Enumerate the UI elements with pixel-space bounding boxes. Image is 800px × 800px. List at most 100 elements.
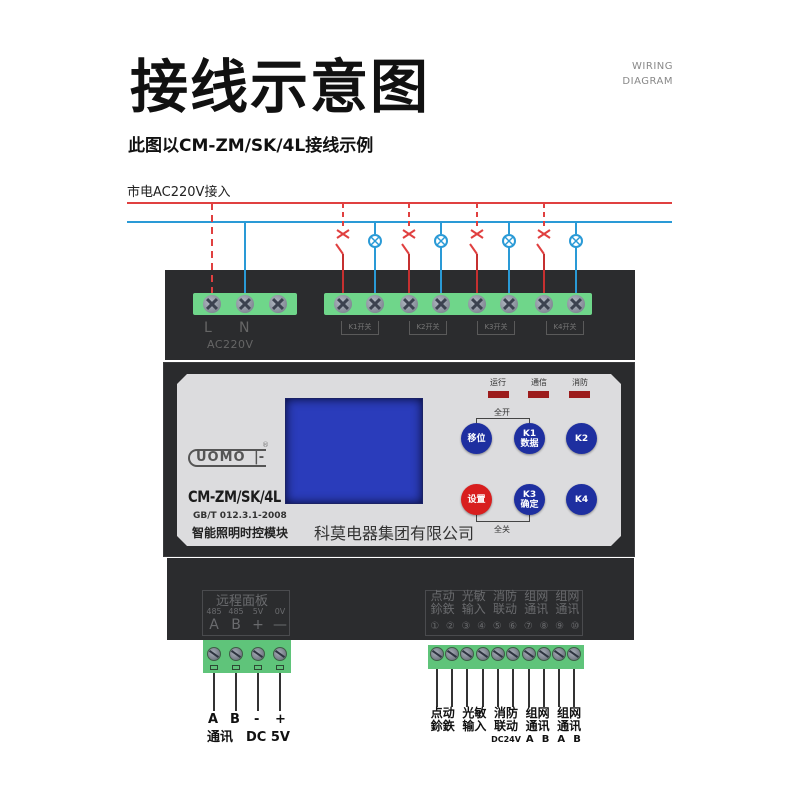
terminal-screw-n[interactable] (234, 293, 256, 315)
io-wire-8 (543, 669, 545, 707)
io-num-1: ① (430, 621, 440, 632)
io-connector (428, 645, 584, 669)
brand-name: UOMO (196, 450, 246, 465)
set-button-label: 设置 (467, 494, 486, 505)
io-num-9: ⑨ (555, 621, 565, 632)
io-num-7: ⑦ (523, 621, 533, 632)
pin-bottom-2: B (231, 617, 241, 633)
channel-k1 (335, 203, 382, 300)
io-wire-2 (451, 669, 453, 707)
remote-wire-label-a: A (208, 712, 219, 727)
mains-label: 市电AC220V接入 (127, 185, 231, 200)
all-on-label: 全开 (494, 408, 510, 417)
terminal-screw-k3-in[interactable] (466, 293, 488, 315)
set-button[interactable]: 设置 (461, 484, 492, 515)
remote-screw-a[interactable] (207, 647, 221, 661)
remote-panel-pin-bottoms: A B + — (203, 617, 291, 633)
terminal-screw-k1-out[interactable] (364, 293, 386, 315)
registered-mark: ® (262, 441, 269, 449)
terminal-screw-k1-in[interactable] (332, 293, 354, 315)
io-screw-1[interactable] (430, 647, 444, 661)
device-top-section (165, 270, 635, 360)
pin-bottom-1: A (209, 617, 219, 633)
remote-pin-minus (254, 665, 262, 670)
io-screw-2[interactable] (445, 647, 459, 661)
lcd-screen (285, 398, 423, 504)
remote-panel-box (202, 590, 290, 636)
led-run (488, 391, 509, 398)
io-num-5: ⑤ (492, 621, 502, 632)
switch-label-k3: K3开关 (477, 321, 515, 335)
io-screw-3[interactable] (460, 647, 474, 661)
remote-wire-minus (257, 673, 259, 711)
io-wire-9 (558, 669, 560, 707)
io-screw-5[interactable] (491, 647, 505, 661)
led-fire (569, 391, 590, 398)
led-label-fire: 消防 (572, 378, 588, 387)
remote-pin-plus (276, 665, 284, 670)
terminal-screw-k2-out[interactable] (430, 293, 452, 315)
pin-bottom-4: — (273, 617, 287, 633)
io-screw-7[interactable] (522, 647, 536, 661)
io-caption-light: 光敏输入 (462, 706, 487, 733)
io-wire-10 (573, 669, 575, 707)
io-wire-5 (497, 669, 499, 707)
remote-screw-b[interactable] (229, 647, 243, 661)
io-screw-6[interactable] (506, 647, 520, 661)
brand-logo: UOMO (188, 449, 266, 467)
io-panel-box (425, 590, 583, 636)
io-screw-4[interactable] (476, 647, 490, 661)
company-name: 科莫电器集团有限公司 (314, 524, 475, 543)
k2-button[interactable]: K2 (566, 423, 597, 454)
k4-button[interactable]: K4 (566, 484, 597, 515)
remote-screw-minus[interactable] (251, 647, 265, 661)
io-screw-10[interactable] (567, 647, 581, 661)
channel-k4 (536, 203, 583, 300)
remote-wire-label-b: B (230, 712, 240, 727)
page-subtitle: 此图以CM-ZM/SK/4L接线示例 (128, 136, 374, 156)
shift-button[interactable]: 移位 (461, 423, 492, 454)
pin-top-2: 485 (228, 607, 244, 616)
io-wire-1 (436, 669, 438, 707)
io-wire-6 (512, 669, 514, 707)
switch-label-k1: K1开关 (341, 321, 379, 335)
shift-button-label: 移位 (467, 433, 486, 444)
io-group-light: 光敏输入 (461, 589, 486, 616)
logo-end-mark: |- (254, 450, 265, 465)
remote-wire-label-minus: - (254, 712, 260, 727)
page-title: 接线示意图 (130, 53, 431, 121)
data-label: 数据 (520, 438, 539, 449)
remote-screw-plus[interactable] (273, 647, 287, 661)
io-num-3: ③ (461, 621, 471, 632)
english-title-line1: WIRING (632, 61, 673, 72)
remote-pin-a (210, 665, 218, 670)
pin-top-4: 0V (274, 607, 286, 616)
io-num-2: ② (445, 621, 455, 632)
terminal-screw-spare[interactable] (267, 293, 289, 315)
terminal-label-n: N (239, 320, 250, 336)
io-num-10: ⑩ (570, 621, 580, 632)
io-group-net1: 组网通讯 (524, 589, 549, 616)
terminal-screw-k2-in[interactable] (398, 293, 420, 315)
k1-label: K1 (522, 428, 537, 439)
channel-k3 (469, 203, 516, 300)
terminal-screw-k3-out[interactable] (498, 293, 520, 315)
terminal-screw-k4-in[interactable] (533, 293, 555, 315)
io-caption-jog: 点动鉩鉃 (430, 706, 455, 733)
remote-wire-plus (279, 673, 281, 711)
switch-label-k2: K2开关 (409, 321, 447, 335)
terminal-screw-l[interactable] (201, 293, 223, 315)
confirm-label: 确定 (520, 499, 539, 510)
io-screw-9[interactable] (552, 647, 566, 661)
terminal-screw-k4-out[interactable] (565, 293, 587, 315)
led-comm (528, 391, 549, 398)
io-screw-8[interactable] (537, 647, 551, 661)
remote-caption-comm: 通讯 (207, 730, 234, 745)
